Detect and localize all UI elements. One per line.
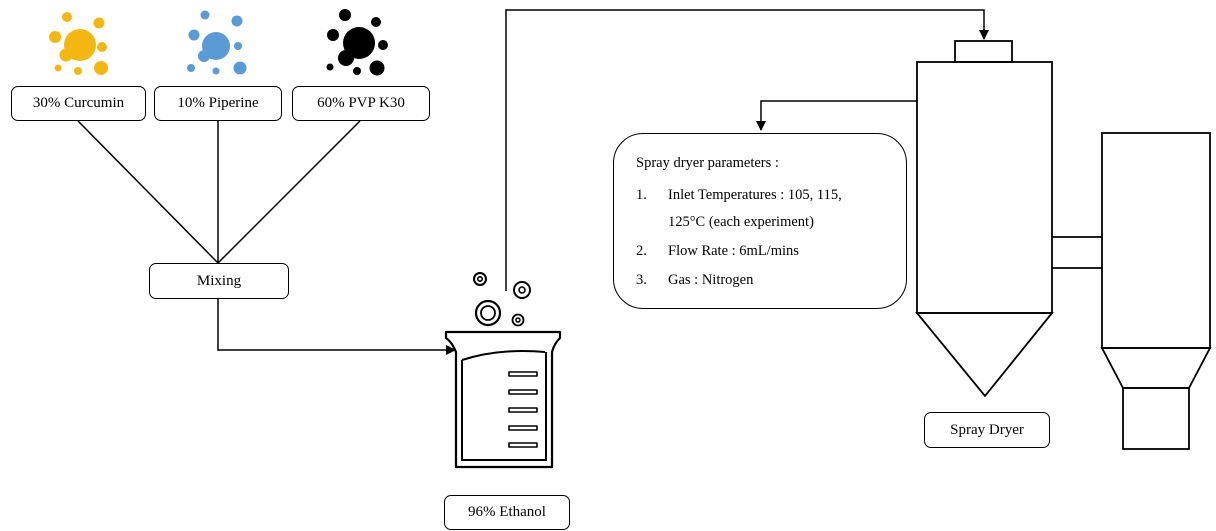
parameter-inlet-temperature-cont: 125°C (each experiment) xyxy=(668,214,814,230)
dryer-to-parameters-arrow xyxy=(756,100,917,131)
piperine-particles-icon xyxy=(187,10,247,75)
ingredient-curcumin-label: 30% Curcumin xyxy=(32,95,125,111)
curcumin-particles-icon xyxy=(49,12,108,75)
mixing-label: Mixing xyxy=(196,272,242,289)
ingredient-pvp: 60% PVP K30 xyxy=(292,86,430,121)
solvent-box: 96% Ethanol xyxy=(444,495,570,530)
ingredient-piperine-label: 10% Piperine xyxy=(177,95,259,111)
parameter-number: 1. xyxy=(636,187,647,203)
spray-dryer-box: Spray Dryer xyxy=(924,412,1050,448)
mixing-to-beaker-arrow xyxy=(217,299,456,355)
pvp-particles-icon xyxy=(326,9,388,76)
parameters-title: Spray dryer parameters : xyxy=(636,155,779,171)
spray-dryer-parameters: Spray dryer parameters : 1. Inlet Temper… xyxy=(613,133,907,309)
parameter-flow-rate: Flow Rate : 6mL/mins xyxy=(668,243,799,259)
parameter-gas: Gas : Nitrogen xyxy=(668,272,754,288)
collector-icon xyxy=(1100,132,1212,450)
connecting-pipe xyxy=(1052,236,1102,269)
mixing-connectors xyxy=(77,120,361,264)
mixing-step: Mixing xyxy=(149,263,289,299)
ingredient-curcumin: 30% Curcumin xyxy=(11,86,146,121)
bubbles-icon xyxy=(473,272,531,327)
ingredient-pvp-label: 60% PVP K30 xyxy=(317,95,405,111)
spray-dryer-icon xyxy=(915,40,1054,398)
ingredient-piperine: 10% Piperine xyxy=(154,86,282,121)
solvent-label: 96% Ethanol xyxy=(468,504,546,520)
beaker-to-dryer-arrow xyxy=(505,9,989,291)
beaker-icon xyxy=(444,330,562,469)
spray-dryer-label: Spray Dryer xyxy=(950,421,1024,438)
parameter-number: 2. xyxy=(636,243,647,259)
parameter-inlet-temperature: Inlet Temperatures : 105, 115, xyxy=(668,187,842,203)
parameter-number: 3. xyxy=(636,272,647,288)
